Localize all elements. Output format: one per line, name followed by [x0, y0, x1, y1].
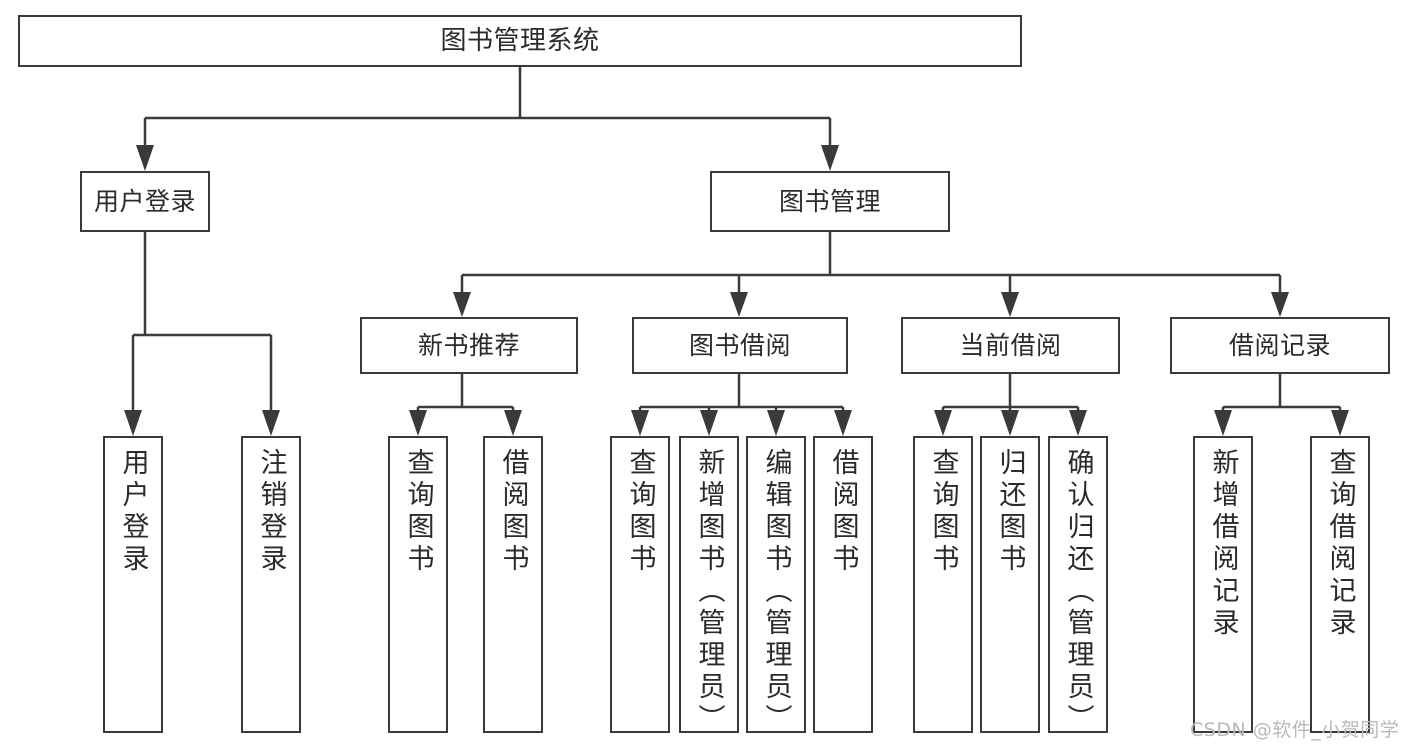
arrow-tier3-borrow-records — [1271, 292, 1289, 317]
arrow-leaf-nb-1 — [409, 410, 427, 436]
leaf-label: 归还图书 — [994, 448, 1026, 576]
arrow-leaf-nb-2 — [504, 410, 522, 436]
node-current-borrow-label: 当前借阅 — [959, 331, 1062, 360]
node-book-borrow-label: 图书借阅 — [688, 331, 791, 360]
leaf-new-book-borrow-book[interactable]: 借阅图书 — [483, 436, 543, 733]
arrow-leaf-bb-4 — [834, 410, 852, 436]
arrow-leaf-cb-2 — [1001, 410, 1019, 436]
leaf-book-borrow-edit-book-admin[interactable]: 编辑图书（管理员） — [746, 436, 806, 736]
leaf-label: 用户登录 — [117, 448, 149, 576]
leaf-new-book-query-book[interactable]: 查询图书 — [388, 436, 448, 733]
arrow-tier3-current-borrow — [1001, 292, 1019, 317]
arrow-leaf-bb-1 — [631, 410, 649, 436]
leaf-book-borrow-add-book-admin[interactable]: 新增图书（管理员） — [679, 436, 739, 736]
node-root-label: 图书管理系统 — [440, 25, 600, 56]
arrow-user-login — [136, 145, 154, 171]
leaf-label: 查询图书 — [402, 448, 434, 576]
leaf-borrow-records-add-record[interactable]: 新增借阅记录 — [1193, 436, 1253, 733]
leaf-label: 新增借阅记录 — [1207, 448, 1239, 640]
leaf-label: 借阅图书 — [497, 448, 529, 576]
leaf-user-login-logout[interactable]: 注销登录 — [241, 436, 301, 733]
leaf-label: 编辑图书（管理员） — [760, 448, 792, 736]
node-book-management[interactable]: 图书管理 — [710, 171, 950, 232]
arrow-leaf-cb-3 — [1069, 410, 1087, 436]
leaf-label: 查询借阅记录 — [1324, 448, 1356, 640]
arrow-leaf-bb-3 — [767, 410, 785, 436]
arrow-tier3-book-borrow — [730, 292, 748, 317]
arrow-leaf-user-login-1 — [124, 410, 142, 436]
node-user-login-label: 用户登录 — [93, 187, 196, 216]
watermark: CSDN @软件_小贺同学 — [1190, 719, 1400, 741]
leaf-label: 查询图书 — [927, 448, 959, 576]
arrow-leaf-br-2 — [1331, 410, 1349, 436]
leaf-current-borrow-query-book[interactable]: 查询图书 — [913, 436, 973, 733]
leaf-label: 查询图书 — [624, 448, 656, 576]
node-book-borrow[interactable]: 图书借阅 — [632, 317, 848, 374]
leaf-label: 注销登录 — [255, 448, 287, 576]
leaf-current-borrow-return-book[interactable]: 归还图书 — [980, 436, 1040, 733]
node-root[interactable]: 图书管理系统 — [18, 15, 1022, 67]
arrow-leaf-bb-2 — [700, 410, 718, 436]
leaf-label: 借阅图书 — [827, 448, 859, 576]
node-new-book-recommend[interactable]: 新书推荐 — [360, 317, 578, 374]
node-book-management-label: 图书管理 — [778, 187, 881, 216]
node-current-borrow[interactable]: 当前借阅 — [901, 317, 1120, 374]
node-user-login[interactable]: 用户登录 — [80, 171, 210, 232]
arrow-leaf-user-login-2 — [262, 410, 280, 436]
leaf-book-borrow-query-book[interactable]: 查询图书 — [610, 436, 670, 733]
arrow-tier3-new-book — [453, 292, 471, 317]
node-new-book-recommend-label: 新书推荐 — [417, 331, 520, 360]
leaf-label: 新增图书（管理员） — [693, 448, 725, 736]
leaf-label: 确认归还（管理员） — [1062, 448, 1094, 736]
leaf-user-login-login[interactable]: 用户登录 — [103, 436, 163, 733]
leaf-current-borrow-confirm-return-admin[interactable]: 确认归还（管理员） — [1048, 436, 1108, 736]
arrow-book-manage — [821, 145, 839, 171]
arrow-leaf-cb-1 — [934, 410, 952, 436]
leaf-book-borrow-borrow-book[interactable]: 借阅图书 — [813, 436, 873, 733]
leaf-borrow-records-query-record[interactable]: 查询借阅记录 — [1310, 436, 1370, 733]
node-borrow-records-label: 借阅记录 — [1228, 331, 1331, 360]
node-borrow-records[interactable]: 借阅记录 — [1170, 317, 1390, 374]
arrow-leaf-br-1 — [1214, 410, 1232, 436]
